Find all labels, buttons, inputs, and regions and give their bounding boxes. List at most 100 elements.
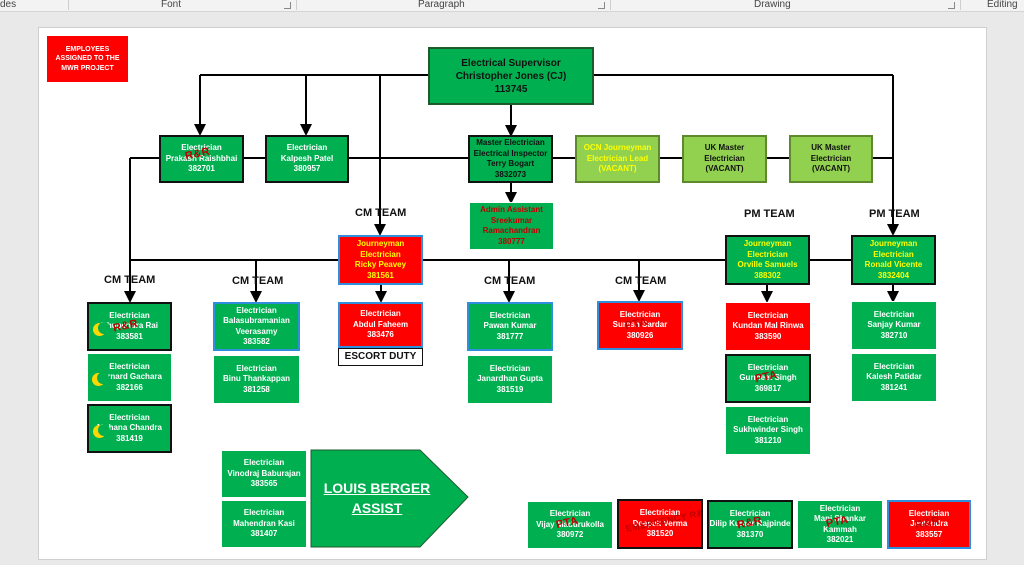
lead-id: 381561 [367,270,394,280]
staff-box-col6-1[interactable]: Electrician Kundan Mal Rinwa 383590 [725,302,811,351]
staff-box-bottom-4[interactable]: Electrician Mani Shankar Kammah 382021 P… [797,500,883,549]
staff-box-col7-2[interactable]: Electrician Kalesh Patidar 381241 [851,353,937,402]
staff-box-col6-3[interactable]: Electrician Sukhwinder Singh 381210 [725,406,811,455]
staff-box-top-5[interactable]: UK Master Electrician (VACANT) [682,135,767,183]
supervisor-name: Christopher Jones (CJ) [455,70,567,82]
staff-box-col5[interactable]: Electrician Suresh Sardar 380926 PTA [597,301,683,350]
staff-title: Electrician [236,363,277,373]
staff-box-bottom-2[interactable]: Electrician Deepak Verma 381520 EMERGENC… [617,499,703,549]
ribbon-font-label[interactable]: Font [161,0,182,10]
staff-box-bottom-3[interactable]: Electrician Dilip Kumar Rajpinde 381370 … [707,500,793,549]
lead-name: Ricky Peavey [354,260,407,269]
staff-id: 381777 [496,331,524,341]
drawing-dialog-launcher-icon[interactable] [948,2,955,9]
staff-title: Electrician [908,508,950,518]
admin-box[interactable]: Admin Assistant Sreekumar Ramachandran 3… [469,202,554,250]
louis-member-box-1[interactable]: Electrician Vinodraj Baburajan 383565 [221,450,307,498]
staff-box-col4-1[interactable]: Electrician Pawan Kumar 381777 [467,302,553,351]
font-dialog-launcher-icon[interactable] [284,2,291,9]
staff-name: Dilip Kumar Rajpinde [709,519,791,529]
staff-box-col1-2[interactable]: Electrician Bernard Gachara 382166 [87,353,172,402]
lead-name: Orville Samuels [737,260,798,269]
staff-box-col7-1[interactable]: Electrician Sanjay Kumar 382710 [851,301,937,350]
lead-box-3[interactable]: Journeyman Electrician Ronald Vicente 38… [851,235,936,285]
staff-box-bottom-5[interactable]: Electrician Jeetendra 383557 R&R [887,500,971,549]
staff-box-bottom-1[interactable]: Electrician Vijay Madurukolla 380972 PTA [527,501,613,549]
staff-name: (VACANT) [705,164,744,174]
staff-name: Prakash Raishbhai [165,153,238,163]
staff-id: 381241 [880,382,908,392]
staff-id: 381519 [496,384,524,394]
staff-box-col3[interactable]: Electrician Abdul Faheem 383476 [338,302,423,348]
staff-title: OCN Journeyman Electrician Lead [583,143,652,163]
staff-box-col1-3[interactable]: Electrician Mohana Chandra 381419 [87,404,172,453]
staff-name: Kalesh Patidar [866,372,922,382]
staff-id: 382701 [188,164,215,174]
staff-id: 383581 [116,331,143,341]
admin-id: 380777 [498,236,525,246]
staff-id: 382710 [880,330,908,340]
staff-name: Binu Thankappan [222,374,291,384]
staff-id: 380926 [626,330,654,340]
lead-box-1[interactable]: Journeyman Electrician Ricky Peavey 3815… [338,235,423,285]
supervisor-box[interactable]: Electrical Supervisor Christopher Jones … [428,47,594,105]
staff-name: Mani Shankar Kammah [813,514,866,534]
ribbon-divider [960,0,961,10]
legend-box: EMPLOYEES ASSIGNED TO THE MWR PROJECT [47,36,128,82]
ribbon-paragraph-label[interactable]: Paragraph [418,0,465,10]
lead-name: Ronald Vicente [864,260,923,269]
staff-name: (VACANT) [598,164,637,174]
louis-berger-arrow-shape [310,449,469,548]
staff-box-col4-2[interactable]: Electrician Janardhan Gupta 381519 [467,355,553,404]
ribbon-slides-label[interactable]: des [0,0,17,10]
staff-box-top-6[interactable]: UK Master Electrician (VACANT) [789,135,873,183]
staff-name: Gurmeet Singh [739,373,797,383]
staff-title: Electrician [747,310,789,320]
lead-title: Journeyman Electrician [356,239,405,259]
staff-title: UK Master Electrician [810,143,852,163]
staff-title: Electrician [873,309,915,319]
staff-box-col1-1[interactable]: Electrician Bhupendra Rai 383581 R&R [87,302,172,351]
staff-name: Bhupendra Rai [101,321,158,331]
lead-title: Journeyman Electrician [743,239,792,259]
lead-title: Journeyman Electrician [869,239,918,259]
staff-box-col6-2[interactable]: Electrician Gurmeet Singh 369817 PTA [725,354,811,403]
escort-duty-label: ESCORT DUTY [338,348,423,366]
staff-title: Electrician [181,143,222,153]
staff-name: Mahendran Kasi [233,518,295,528]
staff-title: Electrician [109,310,150,320]
staff-box-top-2[interactable]: Electrician Kalpesh Patel 380957 [265,135,349,183]
paragraph-dialog-launcher-icon[interactable] [598,2,605,9]
staff-box-top-4[interactable]: OCN Journeyman Electrician Lead (VACANT) [575,135,660,183]
team-label-cm: CM TEAM [355,207,407,219]
louis-member-box-2[interactable]: Electrician Mahendran Kasi 381407 [221,500,307,548]
ribbon-drawing-label[interactable]: Drawing [754,0,791,10]
ribbon-bar: des Font Paragraph Drawing Editing [0,0,1024,12]
lead-box-2[interactable]: Journeyman Electrician Orville Samuels 3… [725,235,810,285]
staff-id: 383582 [243,337,270,346]
admin-title: Admin Assistant [480,205,543,214]
staff-id: 381370 [736,529,764,539]
staff-box-top-3[interactable]: Master Electrician Electrical Inspector … [468,135,553,183]
ribbon-editing-label[interactable]: Editing [987,0,1018,10]
staff-name: Sanjay Kumar [867,320,921,330]
staff-id: 383590 [754,331,782,341]
staff-title: Electrician [109,412,150,422]
staff-name: Vijay Madurukolla [536,519,604,529]
staff-box-top-1[interactable]: Electrician Prakash Raishbhai 382701 R&R [159,135,244,183]
staff-title: Electrician [236,305,277,315]
staff-id: 369817 [754,383,782,393]
staff-id: 381210 [754,435,782,445]
staff-title: Electrician [243,458,285,468]
staff-box-col2-2[interactable]: Electrician Binu Thankappan 381258 [213,355,300,404]
staff-name: Pawan Kumar [483,321,537,331]
staff-title: Electrician [747,362,789,372]
staff-id: 380957 [293,164,321,174]
staff-id: 3832073 [494,169,527,179]
crescent-moon-icon [93,424,110,438]
staff-name: Sukhwinder Singh [733,425,803,435]
team-label-pm: PM TEAM [869,208,920,220]
crescent-moon-icon [92,372,109,386]
staff-box-col2-1[interactable]: Electrician Balasubramanian Veerasamy 38… [213,302,300,351]
